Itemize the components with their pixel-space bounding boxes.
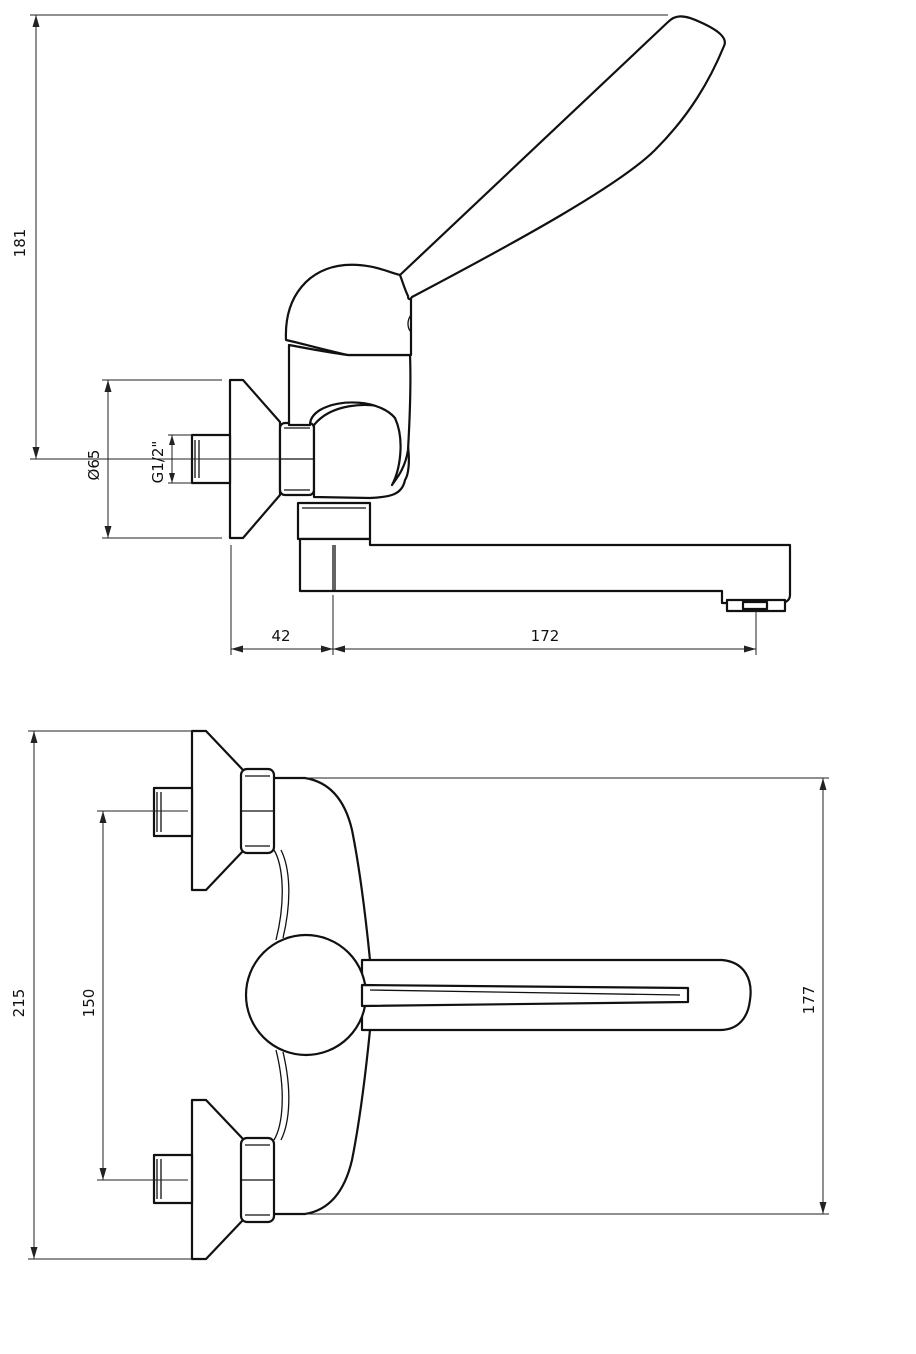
dim-height-label: 181: [11, 229, 29, 258]
side-view: 181 Ø65 G1/2": [11, 14, 792, 655]
dim-horizontal: 42 172: [230, 545, 757, 655]
outlet-collar: [296, 501, 372, 541]
dim-body: 177: [305, 777, 829, 1215]
spout: [298, 537, 792, 605]
dim-flange-label: Ø65: [85, 450, 103, 481]
dim-wall-label: 42: [271, 627, 290, 645]
lever-top: [360, 983, 690, 1008]
lever-handle: [398, 15, 726, 301]
dim-thread-label: G1/2": [149, 441, 167, 484]
cartridge-cap: [244, 933, 368, 1057]
top-view: 215 150 177: [10, 729, 829, 1261]
dim-spacing-label: 150: [80, 989, 98, 1018]
dim-overall: 215: [10, 730, 192, 1260]
lower-flange: [190, 1098, 245, 1261]
upper-inlet: [152, 786, 194, 838]
dim-overall-label: 215: [10, 989, 28, 1018]
dim-thread: G1/2": [149, 434, 192, 484]
lower-inlet: [152, 1153, 194, 1205]
dim-flange: Ø65: [85, 379, 222, 539]
dim-reach-label: 172: [531, 627, 560, 645]
dim-body-label: 177: [800, 986, 818, 1015]
dim-spacing: 150: [80, 810, 188, 1181]
upper-flange: [190, 729, 245, 892]
dim-height: 181: [11, 14, 668, 460]
lever-cap: [284, 263, 413, 357]
